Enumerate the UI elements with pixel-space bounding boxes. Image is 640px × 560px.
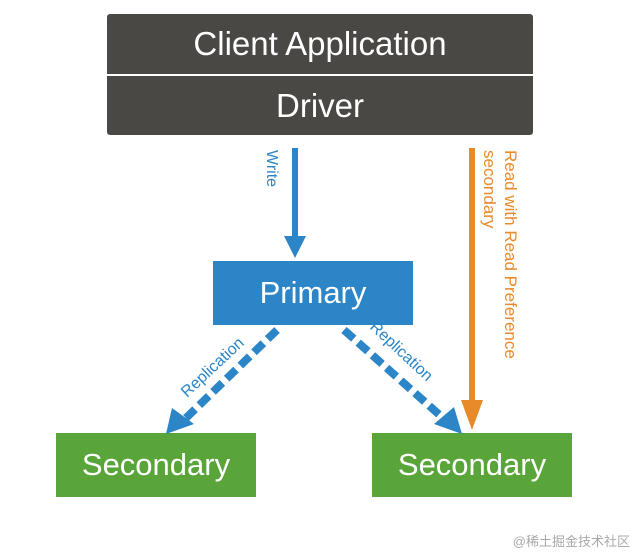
driver-label: Driver — [276, 86, 364, 124]
driver-box: Driver — [107, 76, 533, 135]
secondary-left-box: Secondary — [56, 433, 256, 497]
replication-right-arrow — [341, 327, 462, 434]
read-label-line2: secondary — [480, 150, 499, 229]
replication-left-arrow — [166, 327, 280, 434]
secondary-right-box: Secondary — [372, 433, 572, 497]
secondary-right-label: Secondary — [397, 447, 547, 482]
client-application-box: Client Application — [107, 14, 533, 74]
write-arrow — [284, 148, 306, 258]
primary-label: Primary — [259, 275, 367, 310]
primary-box: Primary — [213, 261, 413, 325]
write-label: Write — [263, 150, 280, 187]
read-label-line1: Read with Read Preference — [501, 150, 520, 359]
watermark: @稀土掘金技术社区 — [512, 534, 630, 549]
read-arrow — [461, 148, 483, 430]
client-application-label: Client Application — [193, 25, 447, 62]
secondary-left-label: Secondary — [81, 447, 231, 482]
replication-right-label: Replication — [366, 318, 435, 384]
